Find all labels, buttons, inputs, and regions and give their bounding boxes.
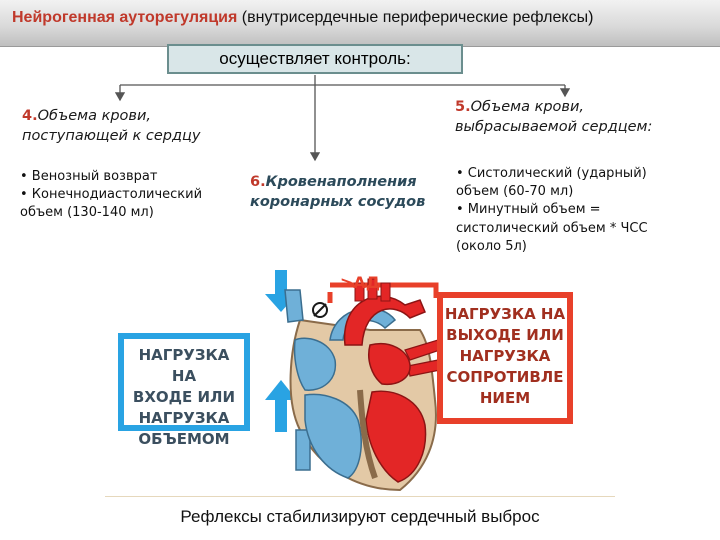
topic-blood-inflow: 4.Объема крови, поступающей к сердцу xyxy=(22,107,200,146)
topic-6-number: 6. xyxy=(250,174,266,190)
bullet-text: систолический объем * ЧСС xyxy=(456,220,648,236)
input-load-box: НАГРУЗКА НА ВХОДЕ ИЛИ НАГРУЗКА ОБЪЕМОМ xyxy=(118,333,250,448)
right-atrium xyxy=(293,337,337,391)
topic-5-line2: выбрасываемой сердцем: xyxy=(455,118,653,135)
bullet-text: объем (60-70 мл) xyxy=(456,184,574,200)
left-ventricle xyxy=(365,390,427,483)
topic-4-line2: поступающей к сердцу xyxy=(22,127,201,144)
footer-caption: Рефлексы стабилизируют сердечный выброс xyxy=(180,507,540,526)
pressure-label: >АД xyxy=(340,273,381,292)
title-rest: (внутрисердечные периферические рефлексы… xyxy=(237,9,594,26)
output-load-line: ВЫХОДЕ ИЛИ xyxy=(446,326,564,344)
bullet-text: объем (130-140 мл) xyxy=(20,205,154,221)
topic-4-number: 4. xyxy=(22,108,38,124)
output-load-line: СОПРОТИВЛЕ xyxy=(446,368,564,386)
inferior-vena-cava xyxy=(295,429,311,471)
septum xyxy=(357,389,378,480)
topic-coronary-filling: 6.Кровенаполнения коронарных сосудов xyxy=(250,173,425,212)
title-bar: Нейрогенная ауторегуляция (внутрисердечн… xyxy=(0,0,720,47)
topic-5-line1: Объема крови, xyxy=(470,99,584,115)
bullet-text: (около 5л) xyxy=(456,238,527,254)
footer-divider xyxy=(105,496,615,497)
right-bullets: • Систолический (ударный) объем (60-70 м… xyxy=(456,165,648,256)
inflow-arrow-bottom xyxy=(265,380,297,432)
output-load-line: НАГРУЗКА xyxy=(459,347,551,365)
input-load-line: НАГРУЗКА xyxy=(138,409,230,427)
input-load-line: ВХОДЕ ИЛИ xyxy=(132,388,236,406)
bullet-text: • Систолический (ударный) xyxy=(456,166,647,181)
bullet-text: • Конечнодиастолический xyxy=(20,187,203,203)
left-bullets: • Венозный возврат • Конечнодиастолическ… xyxy=(20,168,202,223)
control-box: осуществляет контроль: xyxy=(167,44,463,74)
output-load-box: НАГРУЗКА НА ВЫХОДЕ ИЛИ НАГРУЗКА СОПРОТИВ… xyxy=(437,292,573,424)
right-ventricle xyxy=(304,393,362,479)
input-load-line: НАГРУЗКА НА xyxy=(138,346,230,385)
bullet-text: • Минутный объем = xyxy=(456,202,601,218)
topic-6-line2: коронарных сосудов xyxy=(250,193,426,210)
input-load-line: ОБЪЕМОМ xyxy=(138,430,230,448)
topic-6-line1: Кровенаполнения xyxy=(265,174,417,190)
bullet-text: • Венозный возврат xyxy=(20,169,158,184)
left-atrium xyxy=(368,343,411,386)
topic-5-number: 5. xyxy=(455,99,471,115)
aorta xyxy=(343,295,426,346)
topic-4-line1: Объема крови, xyxy=(37,108,151,124)
output-load-line: НИЕМ xyxy=(479,389,531,407)
slide-title: Нейрогенная ауторегуляция (внутрисердечн… xyxy=(12,9,593,27)
title-highlight: Нейрогенная ауторегуляция xyxy=(12,9,238,26)
superior-vena-cava xyxy=(284,289,304,323)
topic-blood-outflow: 5.Объема крови, выбрасываемой сердцем: xyxy=(455,98,652,137)
output-load-line: НАГРУЗКА НА xyxy=(444,305,566,323)
pressure-connector xyxy=(327,282,439,303)
pressure-gauge-icon xyxy=(312,302,328,318)
